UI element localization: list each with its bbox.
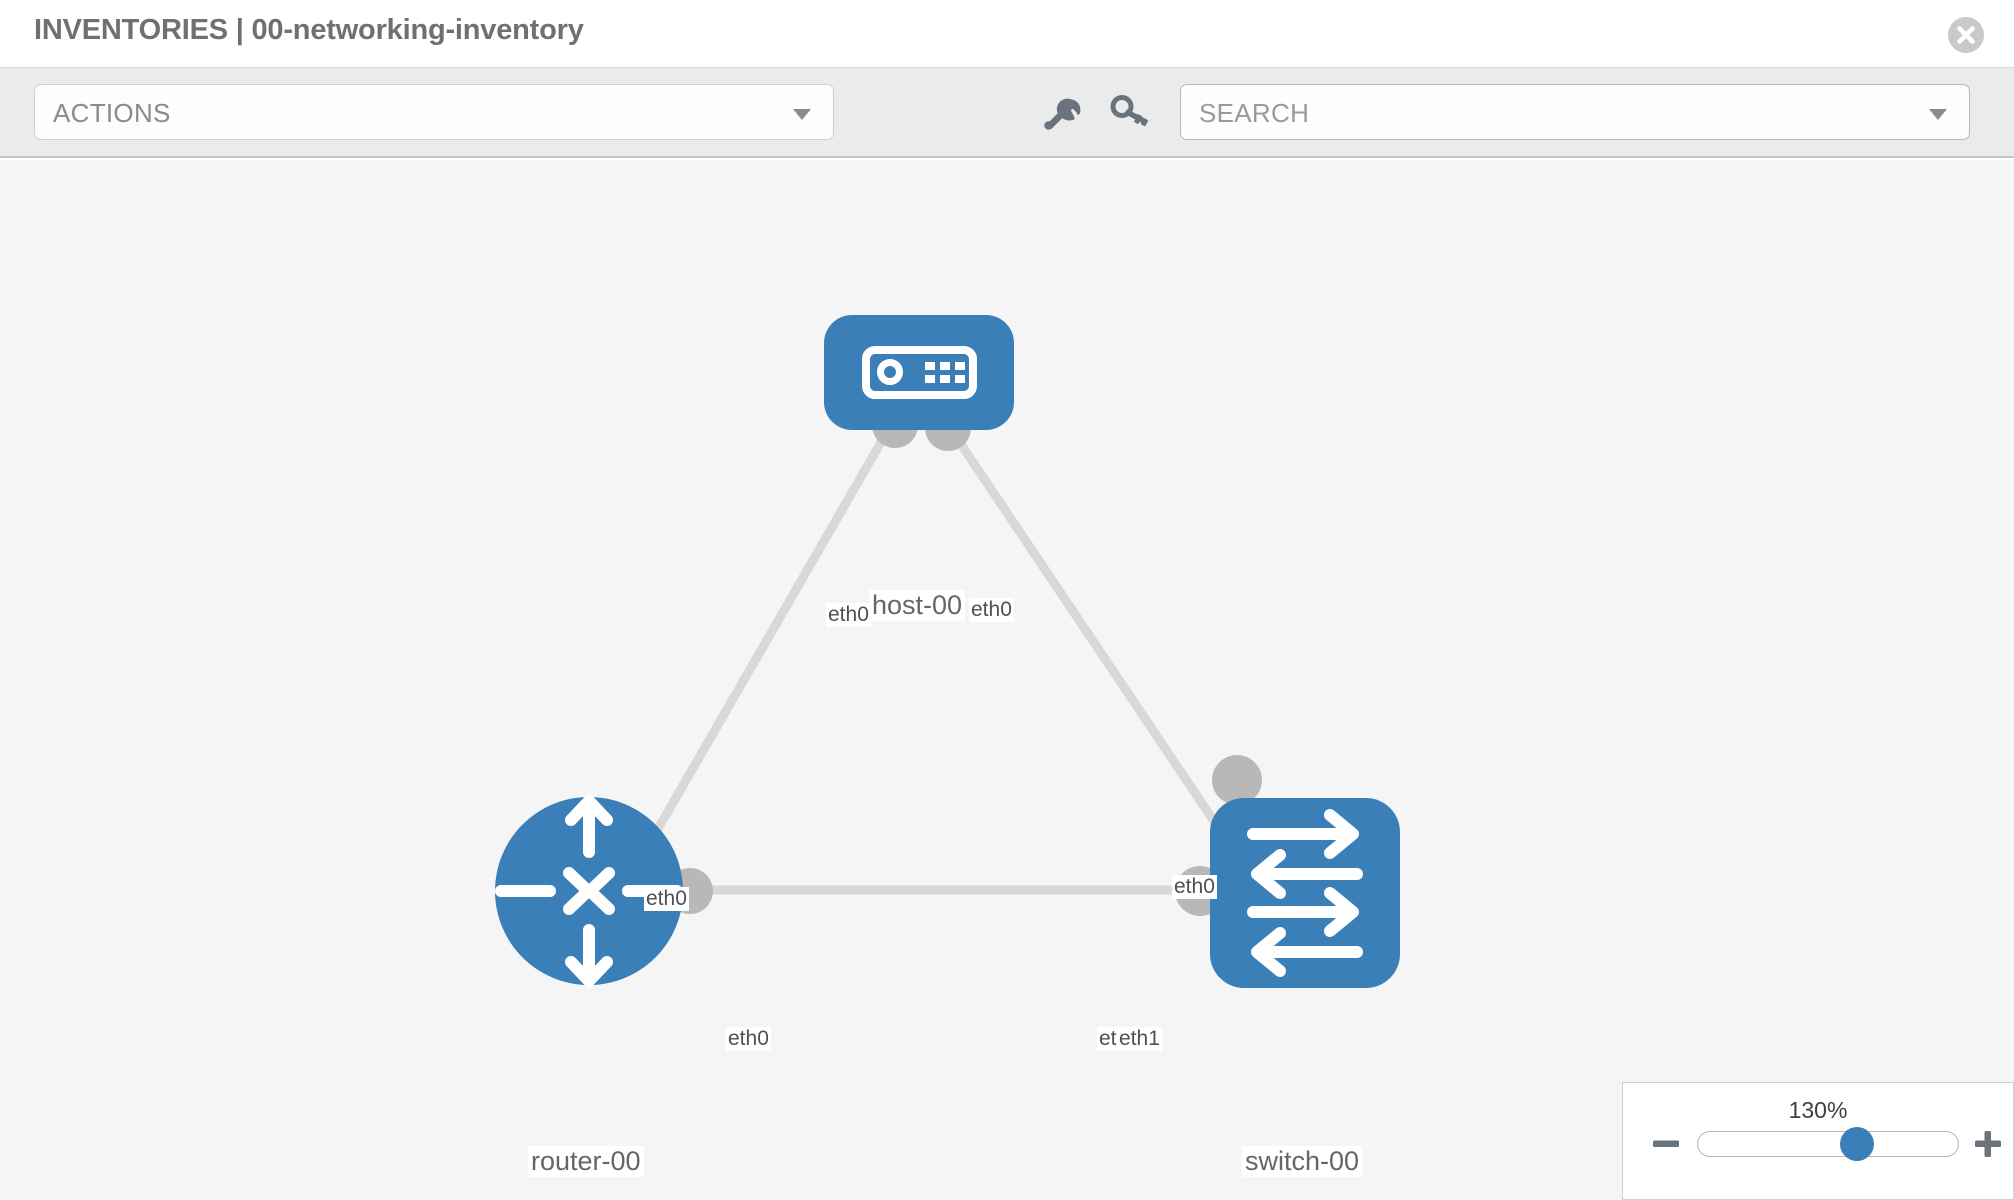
iface-label-host-left: eth0 <box>826 603 871 628</box>
interface-nub[interactable] <box>1212 755 1262 805</box>
iface-label-host-right: eth0 <box>969 598 1014 623</box>
zoom-out-button[interactable] <box>1649 1127 1683 1161</box>
zoom-percent-label: 130% <box>1788 1097 1848 1123</box>
node-host-00[interactable] <box>824 315 1014 430</box>
key-icon <box>1110 95 1149 127</box>
zoom-control-panel: 130% <box>1622 1082 2014 1200</box>
close-icon <box>1957 26 1975 44</box>
page-title: INVENTORIES | 00-networking-inventory <box>34 14 584 46</box>
iface-label-switch-up: eth0 <box>1172 875 1217 900</box>
chevron-down-icon <box>793 109 811 120</box>
iface-label-router-right: eth0 <box>726 1027 771 1052</box>
topology-graph <box>495 315 1400 990</box>
node-router-00[interactable] <box>495 792 683 990</box>
zoom-slider-track[interactable] <box>1697 1127 1959 1161</box>
key-button[interactable] <box>1106 90 1152 136</box>
zoom-out-icon <box>1653 1140 1679 1147</box>
iface-label-switch-left-b: eth1 <box>1117 1027 1162 1052</box>
toolbar: ACTIONS SEARCH <box>0 68 2014 158</box>
node-label-host-00: host-00 <box>869 590 966 622</box>
zoom-in-button[interactable] <box>1971 1127 2005 1161</box>
node-label-router-00: router-00 <box>528 1146 644 1178</box>
wrench-button[interactable] <box>1038 90 1084 136</box>
wrench-icon <box>1044 98 1081 130</box>
node-switch-00[interactable] <box>1210 798 1400 988</box>
switch-arrows-icon <box>1247 809 1363 977</box>
zoom-in-icon <box>1975 1131 2001 1157</box>
link-host-switch[interactable] <box>944 422 1244 863</box>
close-button[interactable] <box>1948 17 1984 53</box>
zoom-slider-thumb[interactable] <box>1840 1127 1874 1161</box>
actions-dropdown-label: ACTIONS <box>53 98 171 128</box>
link-host-router[interactable] <box>636 422 895 863</box>
server-icon <box>862 346 977 399</box>
topology-canvas[interactable]: eth0 eth0 eth0 eth0 eth0 eth eth1 host-0… <box>0 160 2014 1200</box>
chevron-down-icon <box>1929 109 1947 120</box>
actions-dropdown[interactable]: ACTIONS <box>34 84 834 140</box>
search-input-placeholder: SEARCH <box>1199 98 1310 128</box>
page-header: INVENTORIES | 00-networking-inventory <box>0 0 2014 68</box>
node-label-switch-00: switch-00 <box>1242 1146 1363 1178</box>
iface-label-router-up: eth0 <box>644 887 689 912</box>
search-input[interactable]: SEARCH <box>1180 84 1970 140</box>
